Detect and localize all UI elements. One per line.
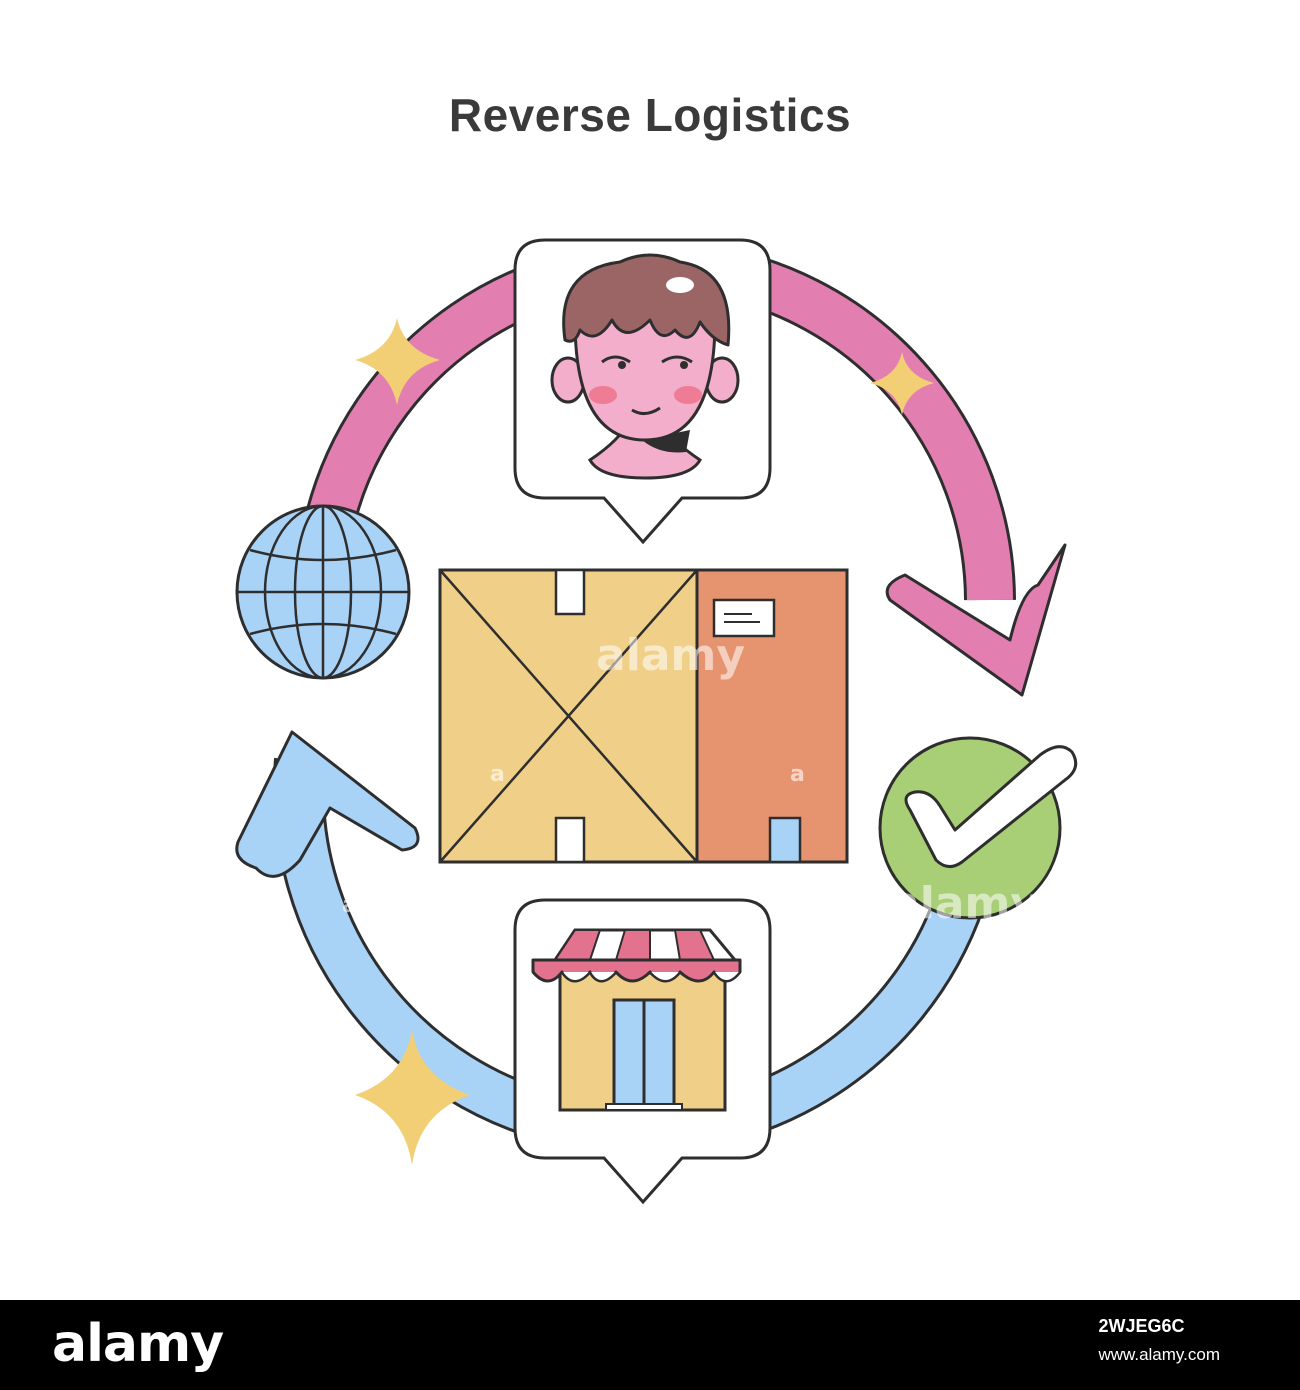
globe-icon [235, 504, 411, 680]
footer-info: 2WJEG6C www.alamy.com [1098, 1316, 1220, 1365]
person-avatar-icon [550, 253, 740, 480]
checkmark-icon [878, 736, 1078, 920]
store-bubble [513, 898, 772, 1205]
sparkle-icon [355, 1030, 470, 1165]
footer-bar: alamy 2WJEG6C www.alamy.com [0, 1300, 1300, 1390]
storefront-icon [531, 928, 742, 1112]
image-id: 2WJEG6C [1098, 1316, 1185, 1336]
customer-bubble [513, 238, 772, 545]
package-box-icon [438, 568, 849, 864]
footer-url: www.alamy.com [1098, 1345, 1220, 1364]
page-title: Reverse Logistics [448, 89, 852, 141]
reverse-logistics-diagram [235, 238, 1078, 1205]
footer-logo: alamy [52, 1314, 224, 1374]
sparkle-icon [870, 352, 934, 415]
sparkle-icon [355, 318, 440, 405]
